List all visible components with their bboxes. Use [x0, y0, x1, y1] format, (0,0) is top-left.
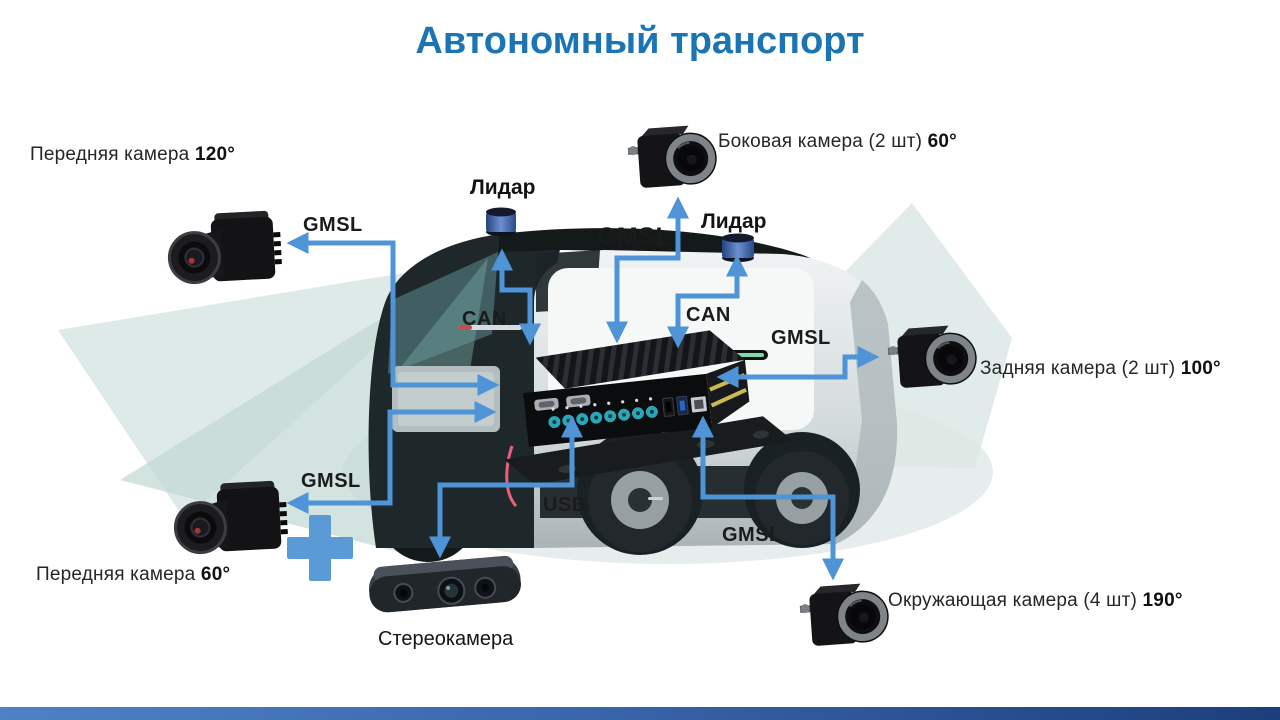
camera-front-120-image	[165, 208, 285, 286]
plus-icon	[287, 515, 353, 581]
arrow-gmsl-surround	[691, 415, 845, 581]
arrow-can-lidar-right	[666, 254, 749, 349]
arrow-can-lidar-left	[490, 248, 542, 346]
label-can-left: CAN	[462, 308, 507, 330]
label-side-camera: Боковая камера (2 шт) 60°	[718, 131, 957, 152]
label-gmsl-center: GMSL	[597, 223, 672, 251]
label-stereo-camera: Стереокамера	[378, 628, 514, 650]
arrow-usb-stereo	[428, 415, 584, 559]
stereo-camera-image	[368, 555, 521, 613]
arrow-gmsl-rear	[716, 345, 880, 389]
label-usb: USB	[543, 494, 587, 516]
label-front-camera-120: Передняя камера 120°	[30, 144, 236, 165]
label-gmsl-top-left: GMSL	[303, 214, 363, 236]
arrow-gmsl-front60	[286, 400, 497, 515]
arrow-gmsl-front120	[286, 231, 500, 397]
label-can-right: CAN	[686, 304, 731, 326]
label-lidar-right: Лидар	[701, 210, 767, 233]
label-gmsl-bottom-left: GMSL	[301, 470, 361, 492]
label-rear-camera: Задняя камера (2 шт) 100°	[980, 358, 1221, 379]
lidar-puck-left	[486, 207, 516, 236]
lidar-puck-right	[722, 233, 754, 262]
arrow-gmsl-side	[605, 196, 690, 344]
label-lidar-left: Лидар	[470, 176, 536, 199]
connection-arrows	[286, 196, 880, 581]
label-gmsl-right: GMSL	[771, 327, 831, 349]
footer-accent-bar	[0, 707, 1280, 720]
label-surround-camera: Окружающая камера (4 шт) 190°	[888, 590, 1183, 611]
camera-surround-image	[799, 582, 891, 647]
camera-side-image	[627, 124, 719, 189]
label-gmsl-bottom-right: GMSL	[722, 524, 782, 546]
page-title: Автономный транспорт	[415, 20, 865, 62]
label-front-camera-60: Передняя камера 60°	[36, 564, 231, 585]
